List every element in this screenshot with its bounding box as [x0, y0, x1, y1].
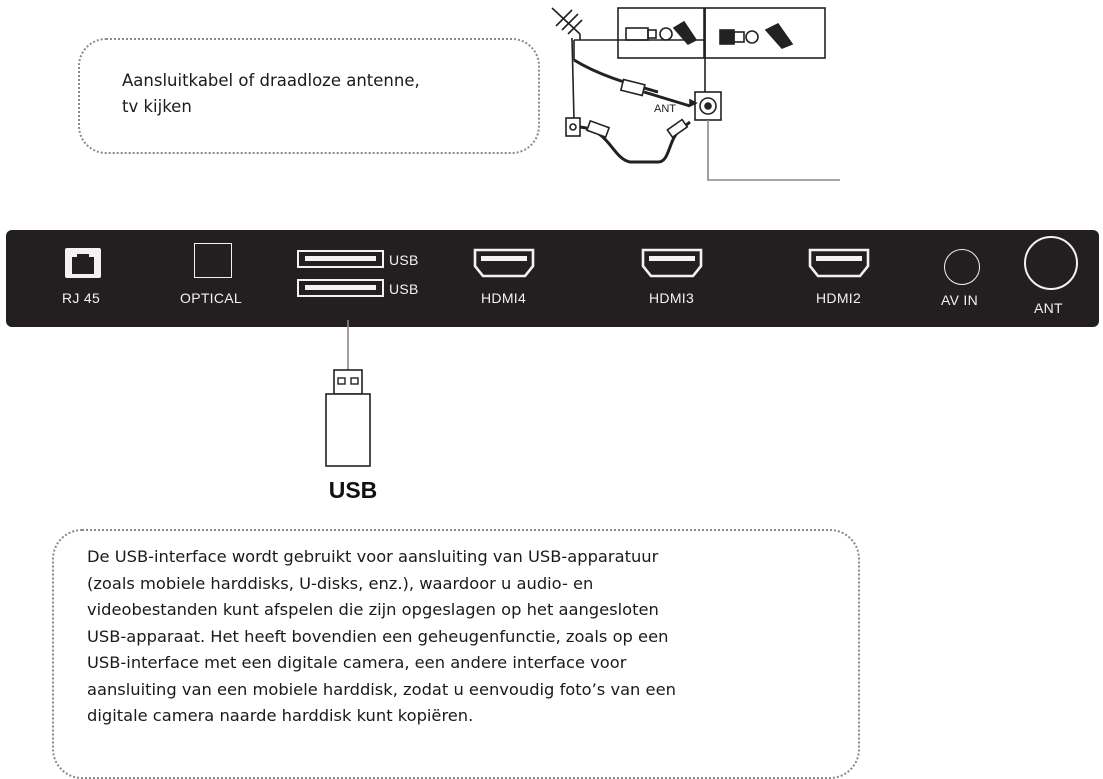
antenna-cable-illustration: ANT: [551, 7, 840, 181]
antenna-icon: [551, 7, 583, 121]
usb-note-line: aansluiting van een mobiele harddisk, zo…: [87, 679, 676, 699]
antenna-note-text: Aansluitkabel of draadloze antenne, tv k…: [122, 68, 522, 120]
usb-port-icon-bottom: [297, 279, 384, 297]
usb-note-line: USB-apparaat. Het heeft bovendien een ge…: [87, 626, 669, 646]
usb-port-icon-top: [297, 250, 384, 268]
ant-socket-label: ANT: [654, 103, 676, 115]
antenna-note-line-1: Aansluitkabel of draadloze antenne,: [122, 71, 420, 90]
ant-label: ANT: [1034, 300, 1063, 316]
usb-top-label: USB: [389, 252, 419, 268]
wall-outlet-icon: [565, 117, 581, 137]
usb-stick-illustration: [325, 320, 371, 467]
hdmi3-label: HDMI3: [649, 290, 695, 306]
usb-note-line: digitale camera naarde harddisk kunt kop…: [87, 706, 474, 725]
av-in-label: AV IN: [941, 292, 979, 308]
coax-plug-icon-1: [625, 20, 698, 45]
hdmi2-label: HDMI2: [816, 290, 862, 306]
usb-bottom-label: USB: [389, 281, 419, 297]
usb-note-line: USB-interface met een digitale camera, e…: [87, 653, 627, 672]
optical-port-icon: [194, 243, 232, 278]
optical-label: OPTICAL: [180, 290, 243, 306]
hdmi3-port-icon: [641, 248, 703, 278]
tv-back-panel: [6, 230, 1099, 327]
usb-note-line: (zoals mobiele harddisks, U-disks, enz.)…: [87, 573, 594, 593]
hdmi2-port-icon: [808, 248, 870, 278]
coax-plug-icon-2: [719, 22, 794, 49]
usb-note-text: De USB-interface wordt gebruikt voor aan…: [87, 544, 827, 730]
rj45-label: RJ 45: [62, 290, 101, 306]
ant-socket-icon: [689, 91, 722, 121]
antenna-note-line-2: tv kijken: [122, 97, 192, 116]
usb-stick-icon: [325, 369, 371, 467]
usb-device-label: USB: [328, 477, 378, 503]
usb-note-bubble: De USB-interface wordt gebruikt voor aan…: [52, 529, 860, 779]
hdmi4-label: HDMI4: [481, 290, 527, 306]
antenna-connector-line: [707, 120, 840, 181]
usb-note-line: De USB-interface wordt gebruikt voor aan…: [87, 547, 659, 566]
av-in-port-icon: [944, 249, 980, 285]
antenna-note-bubble: Aansluitkabel of draadloze antenne, tv k…: [78, 38, 540, 154]
rj45-port-icon: [65, 248, 101, 278]
hdmi4-port-icon: [473, 248, 535, 278]
usb-note-line: videobestanden kunt afspelen die zijn op…: [87, 600, 659, 619]
ant-port-icon: [1024, 236, 1078, 290]
